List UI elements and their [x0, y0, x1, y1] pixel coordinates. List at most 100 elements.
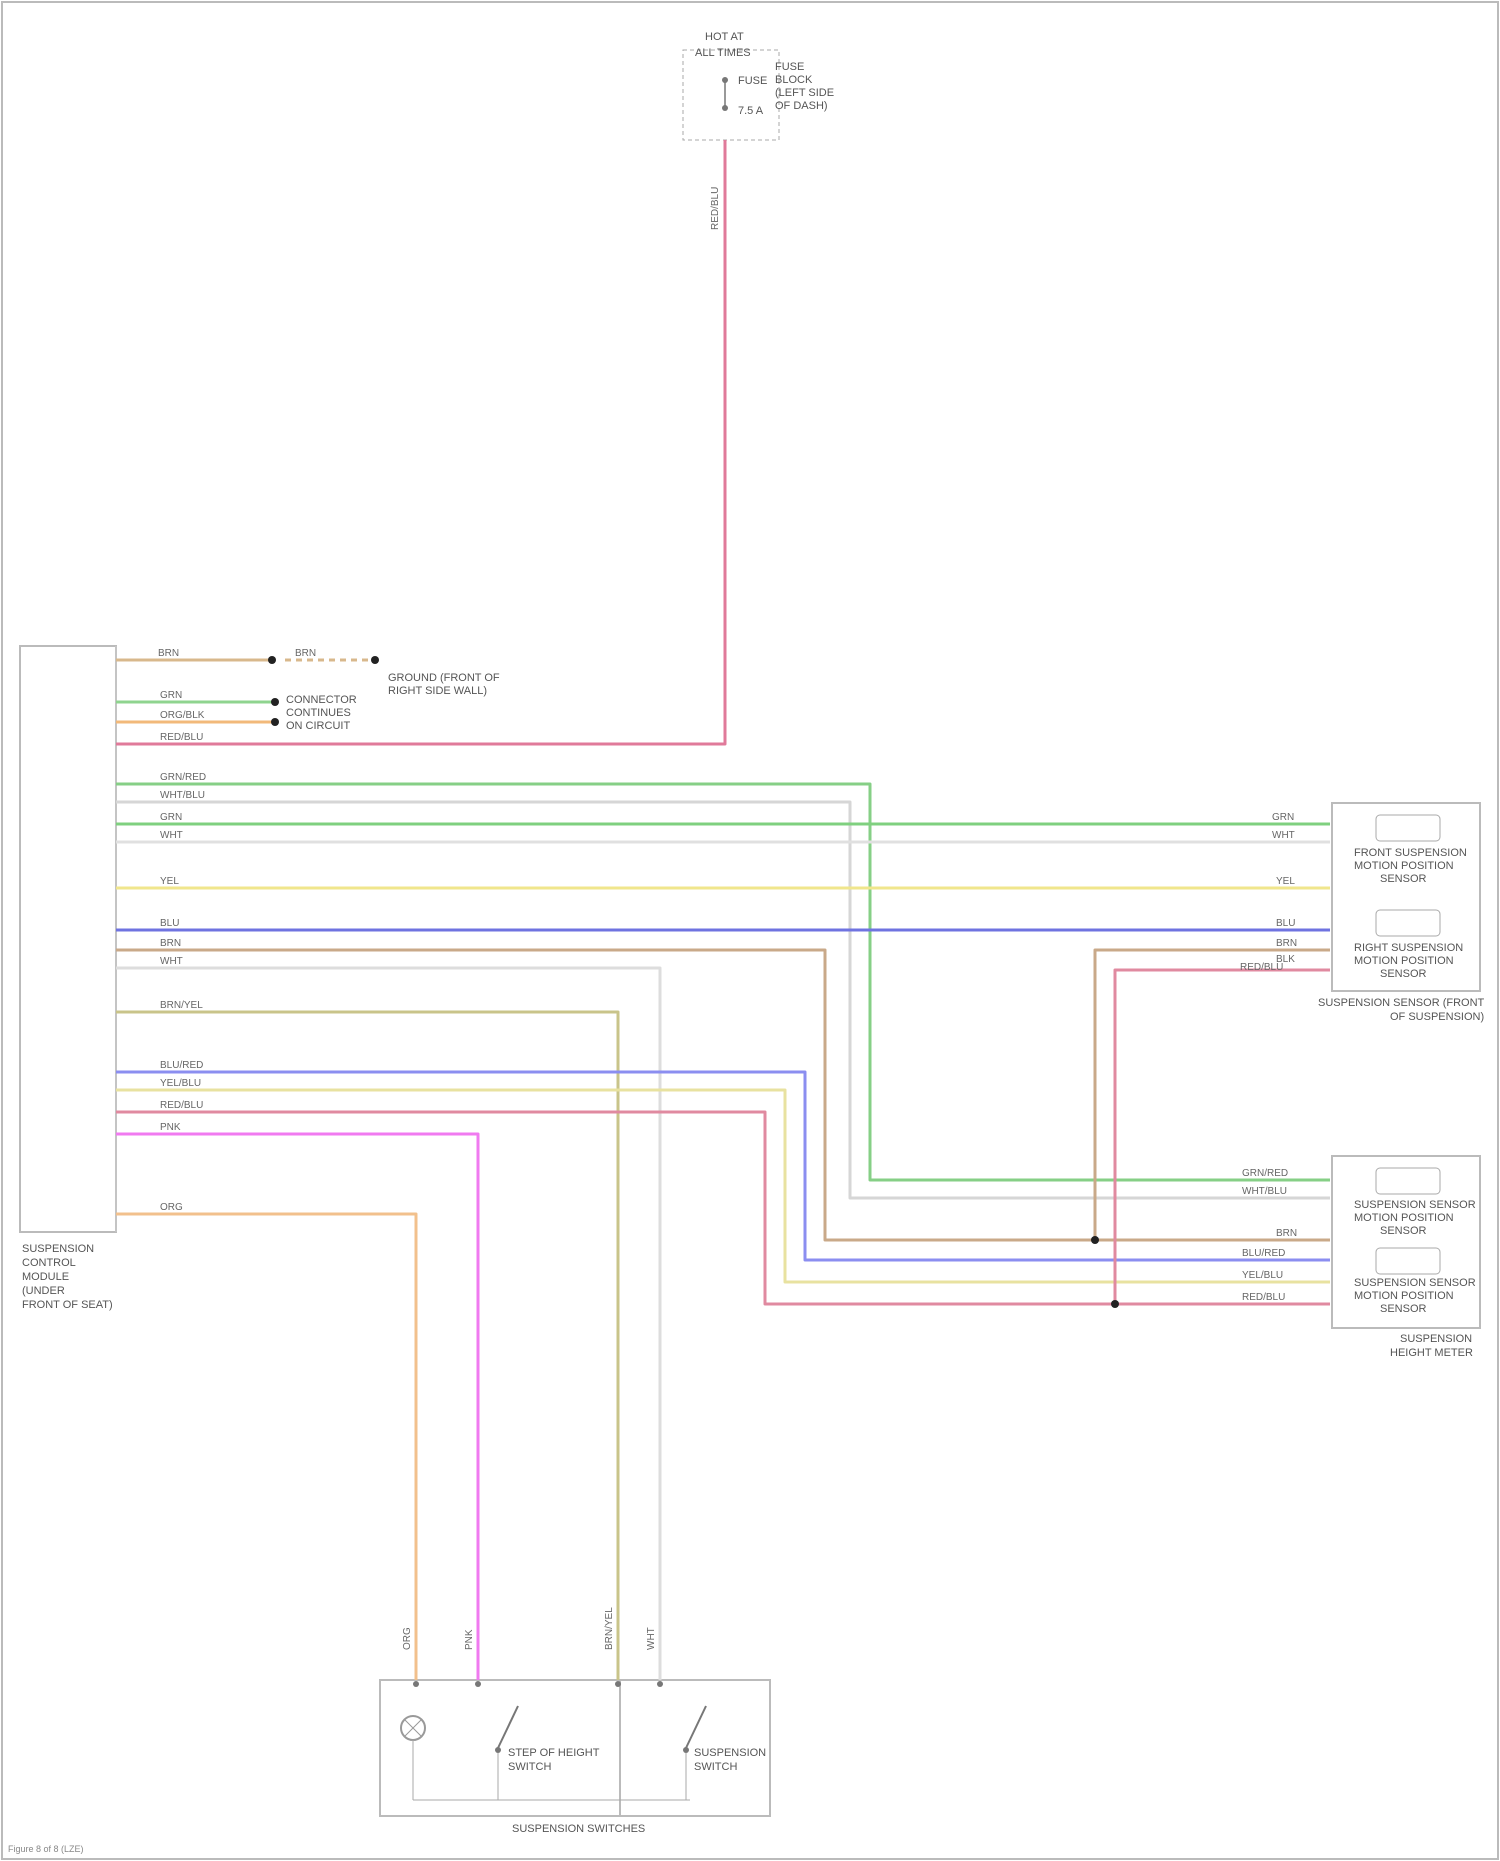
wire-label: BRN [1276, 1228, 1297, 1239]
wire-label-vertical: PNK [464, 1629, 475, 1650]
wire-label: ORG/BLK [160, 710, 205, 721]
front-sensor-1-label-3: SENSOR [1380, 873, 1427, 885]
wire-label: BRN/YEL [160, 1000, 203, 1011]
wire-label: WHT [1272, 830, 1295, 841]
rear-sensor-1-symbol [1376, 1168, 1440, 1194]
junction-brn [1091, 1236, 1099, 1244]
front-sensor-2-symbol [1376, 910, 1440, 936]
switch-box-assembly: SUSPENSION SWITCHES [512, 1823, 645, 1835]
wire-label: RED/BLU [160, 1100, 203, 1111]
wire-label: ORG [160, 1202, 183, 1213]
wire-label: BLU/RED [1242, 1248, 1285, 1259]
front-sensor-1-label-1: FRONT SUSPENSION [1354, 847, 1467, 859]
front-sensor-1-symbol [1376, 815, 1440, 841]
fuse-rating: 7.5 A [738, 105, 764, 117]
fuse-desc-1: FUSE [775, 61, 804, 73]
wire-label: WHT [160, 830, 183, 841]
wire-label: WHT [160, 956, 183, 967]
wire-label: RED/BLU [160, 732, 203, 743]
wire-label-vertical: BRN/YEL [604, 1607, 615, 1650]
connector-pin [475, 1681, 481, 1687]
wire-label: YEL [1276, 876, 1295, 887]
wire-label: YEL/BLU [1242, 1270, 1283, 1281]
wire-label: GRN/RED [1242, 1168, 1288, 1179]
wire-label: GRN [160, 812, 182, 823]
front-sensor-assembly-2: OF SUSPENSION) [1390, 1011, 1484, 1023]
splice-label-2: CONTINUES [286, 707, 351, 719]
front-suspension-sensor: FRONT SUSPENSION MOTION POSITION SENSOR … [1318, 803, 1485, 1023]
fuse-box-title-1: HOT AT [705, 31, 744, 43]
front-sensor-2-label-3: SENSOR [1380, 968, 1427, 980]
wire-label-vertical: WHT [646, 1627, 657, 1650]
splice-dot-1 [271, 698, 279, 706]
wire-label: YEL [160, 876, 179, 887]
wire-label: YEL/BLU [160, 1078, 201, 1089]
switch-1-blade [498, 1706, 518, 1748]
wire-wht-switch [116, 968, 660, 1680]
fuse-desc-3: (LEFT SIDE [775, 87, 834, 99]
junction-red-blu [1111, 1300, 1119, 1308]
fuse-desc-4: OF DASH) [775, 100, 828, 112]
ground-label-2: RIGHT SIDE WALL) [388, 685, 487, 697]
wire-red-blu-rear [116, 1112, 1330, 1304]
front-sensor-2-label-1: RIGHT SUSPENSION [1354, 942, 1463, 954]
rear-sensor-1-label-3: SENSOR [1380, 1225, 1427, 1237]
switch-2-label-1: SUSPENSION [694, 1747, 766, 1759]
page-footer: Figure 8 of 8 (LZE) [8, 1844, 84, 1854]
junction-dot [268, 656, 276, 664]
wire-wht-blu [116, 802, 1330, 1198]
wire-label: RED/BLU [1242, 1292, 1285, 1303]
rear-sensor-1-label-2: MOTION POSITION [1354, 1212, 1454, 1224]
splice-label-1: CONNECTOR [286, 694, 357, 706]
switch-1-label-2: SWITCH [508, 1761, 551, 1773]
switch-2-blade [686, 1706, 706, 1748]
wire-red-blu-front-branch [1115, 970, 1330, 1304]
wire-yel-blu-rear [116, 1090, 1330, 1282]
module-outline [20, 646, 116, 1232]
wire-label-vertical: ORG [402, 1627, 413, 1650]
fuse-box: HOT AT ALL TIMES FUSE 7.5 A FUSE BLOCK (… [683, 31, 834, 140]
wire-label: GRN [160, 690, 182, 701]
switch-1-contact [495, 1747, 501, 1753]
wire-label: BLU/RED [160, 1060, 203, 1071]
wire-label: WHT/BLU [1242, 1186, 1287, 1197]
switch-1-label-1: STEP OF HEIGHT [508, 1747, 600, 1759]
fuse-box-title-2: ALL TIMES [695, 47, 751, 59]
wire-label: BRN [1276, 938, 1297, 949]
wire-label-vertical: RED/BLU [710, 187, 721, 230]
switch-2-label-2: SWITCH [694, 1761, 737, 1773]
wire-label: WHT/BLU [160, 790, 205, 801]
wire-label: BLU [160, 918, 179, 929]
suspension-control-module: SUSPENSION CONTROL MODULE (UNDER FRONT O… [20, 646, 116, 1311]
rear-sensor-assembly-2: HEIGHT METER [1390, 1347, 1473, 1359]
splice-dot-2 [271, 718, 279, 726]
junction-dots [268, 656, 1119, 1308]
wire-label: BRN [158, 648, 179, 659]
ground-dot [371, 656, 379, 664]
rear-sensor-2-label-1: SUSPENSION SENSOR [1354, 1277, 1476, 1289]
wire-group [116, 140, 1330, 1680]
front-sensor-assembly-1: SUSPENSION SENSOR (FRONT [1318, 997, 1485, 1009]
wire-labels-left: BRN BRN GRN ORG/BLK RED/BLU GRN/RED WHT/… [158, 187, 721, 1213]
module-label-4: (UNDER [22, 1285, 65, 1297]
wire-org-switch [116, 1214, 416, 1680]
suspension-switches: STEP OF HEIGHT SWITCH SUSPENSION SWITCH … [380, 1680, 770, 1835]
switch-connector-pins [413, 1681, 663, 1687]
rear-sensor-2-label-2: MOTION POSITION [1354, 1290, 1454, 1302]
rear-sensor-1-label-1: SUSPENSION SENSOR [1354, 1199, 1476, 1211]
wire-label: PNK [160, 1122, 181, 1133]
rear-sensor-2-symbol [1376, 1248, 1440, 1274]
ground-label-1: GROUND (FRONT OF [388, 672, 500, 684]
fuse-desc-2: BLOCK [775, 74, 813, 86]
wire-red-blu-power [116, 140, 725, 744]
splice-label-3: ON CIRCUIT [286, 720, 350, 732]
front-sensor-2-label-2: MOTION POSITION [1354, 955, 1454, 967]
fuse-box-outline [683, 50, 779, 140]
front-sensor-1-label-2: MOTION POSITION [1354, 860, 1454, 872]
rear-suspension-sensor: SUSPENSION SENSOR MOTION POSITION SENSOR… [1332, 1156, 1480, 1359]
wire-label: GRN/RED [160, 772, 206, 783]
wire-label: BRN [295, 648, 316, 659]
module-label-5: FRONT OF SEAT) [22, 1299, 113, 1311]
